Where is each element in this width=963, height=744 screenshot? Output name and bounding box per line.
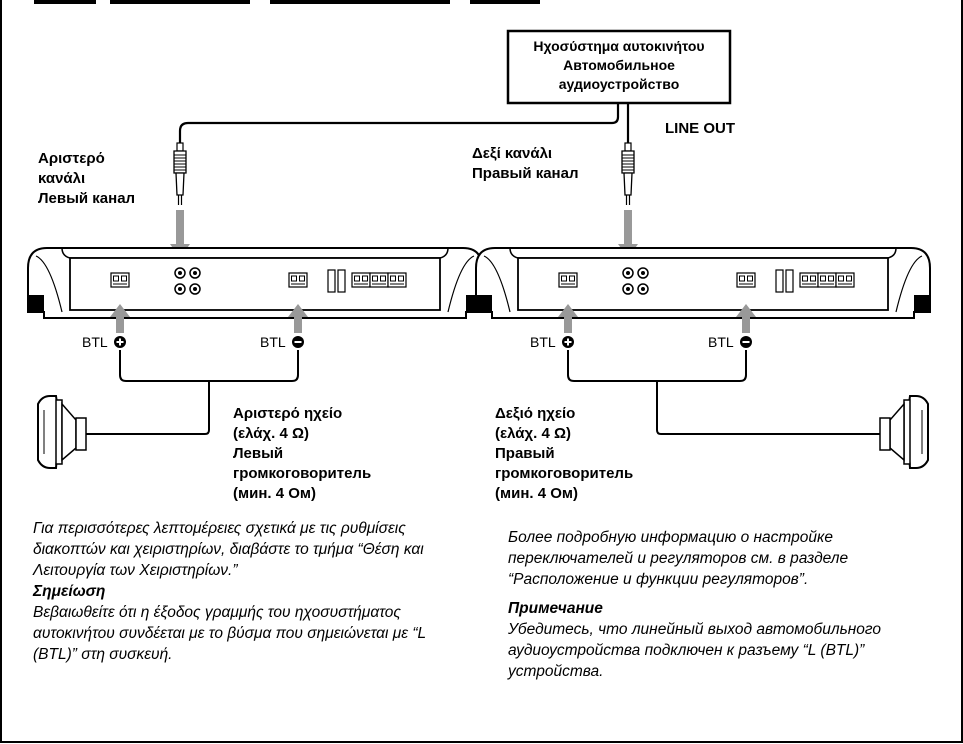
- right-btl-minus-label: BTL: [708, 334, 734, 350]
- right-speaker-icon: [879, 395, 929, 469]
- right-rca-plug: [621, 142, 635, 206]
- title-fragment: [34, 0, 540, 4]
- russian-notes: Более подробную информацию о настройке п…: [508, 527, 953, 682]
- left-speaker-label-1: Αριστερό ηχείο: [233, 405, 342, 422]
- left-plus-icon: [114, 336, 126, 348]
- car-audio-label-3: аудиоустройство: [559, 76, 680, 92]
- left-rca-cable: [178, 103, 620, 143]
- left-amplifier: [27, 247, 483, 319]
- right-speaker-label-4: громкоговоритель: [495, 465, 633, 482]
- greek-note-body: Βεβαιωθείτε ότι η έξοδος γραμμής του ηχο…: [33, 604, 426, 663]
- left-speaker-icon: [37, 395, 87, 469]
- right-speaker-label-1: Δεξιό ηχείο: [495, 405, 575, 422]
- russian-note-heading: Примечание: [508, 600, 603, 617]
- right-speaker-label-2: (ελάχ. 4 Ω): [495, 425, 571, 442]
- greek-intro-text: Για περισσότερες λεπτομέρειες σχετικά με…: [33, 520, 424, 579]
- right-btl-plus-label: BTL: [530, 334, 556, 350]
- left-speaker-label-5: (мин. 4 Ом): [233, 485, 316, 502]
- car-audio-label-1: Ηχοσύστημα αυτοκινήτου: [533, 38, 704, 54]
- left-speaker-label-3: Левый: [233, 445, 283, 462]
- russian-note-body: Убедитесь, что линейный выход автомобиль…: [508, 621, 881, 680]
- right-channel-label-1: Δεξί κανάλι: [472, 145, 552, 162]
- left-speaker-label-2: (ελάχ. 4 Ω): [233, 425, 309, 442]
- right-speaker-wire: [567, 350, 884, 435]
- right-speaker-label-3: Правый: [495, 445, 555, 462]
- left-btl-minus-label: BTL: [260, 334, 286, 350]
- greek-note-heading: Σημείωση: [33, 583, 106, 600]
- greek-notes: Για περισσότερες λεπτομέρειες σχετικά με…: [33, 518, 463, 665]
- left-rca-plug: [173, 142, 187, 206]
- left-channel-label-1: Αριστερό: [38, 150, 105, 167]
- left-amp-minus-arrow: [288, 304, 308, 333]
- left-channel-label-3: Левый канал: [38, 190, 135, 207]
- left-speaker-wire: [86, 350, 299, 435]
- car-audio-label-2: Автомобильное: [563, 57, 675, 73]
- right-amp-minus-arrow: [736, 304, 756, 333]
- left-btl-plus-label: BTL: [82, 334, 108, 350]
- right-amp-plus-arrow: [558, 304, 578, 333]
- right-speaker-label-5: (мин. 4 Ом): [495, 485, 578, 502]
- car-audio-box: [506, 29, 732, 105]
- russian-intro-text: Более подробную информацию о настройке п…: [508, 529, 849, 588]
- left-speaker-label-4: громкоговоритель: [233, 465, 371, 482]
- right-amplifier: [475, 247, 931, 319]
- right-channel-label-2: Правый канал: [472, 165, 579, 182]
- line-out-label: LINE OUT: [665, 120, 735, 137]
- left-minus-icon: [292, 336, 304, 348]
- left-amp-plus-arrow: [110, 304, 130, 333]
- left-channel-label-2: κανάλι: [38, 170, 85, 187]
- right-plus-icon: [562, 336, 574, 348]
- right-minus-icon: [740, 336, 752, 348]
